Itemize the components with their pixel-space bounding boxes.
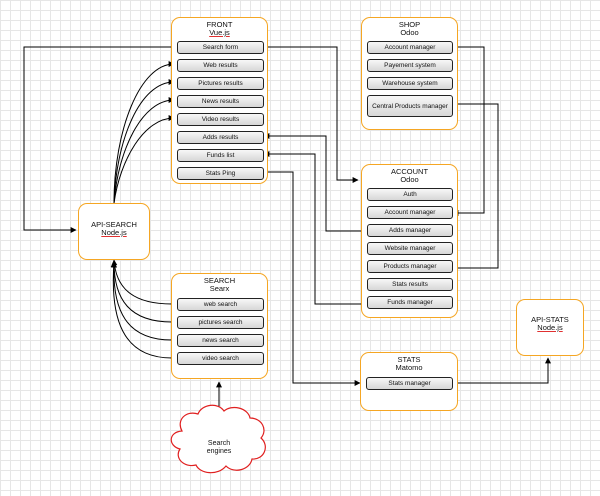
stats-group: STATS Matomo Stats manager bbox=[360, 352, 458, 411]
edge-searchform-apisearch bbox=[23, 46, 176, 233]
front-group: FRONT Vue.js Search form Web results Pic… bbox=[171, 17, 268, 184]
account-item-adds-manager[interactable]: Adds manager bbox=[367, 224, 453, 237]
edge-fundsmanager-fundslist bbox=[263, 151, 366, 305]
account-title: ACCOUNT bbox=[390, 167, 429, 176]
edge-apisearch-web bbox=[113, 61, 175, 204]
search-item-web-search[interactable]: web search bbox=[177, 298, 264, 311]
shop-item-account-manager[interactable]: Account manager bbox=[367, 41, 453, 54]
api-stats-node: API-STATS Node.js bbox=[516, 299, 584, 356]
front-item-news-results[interactable]: News results bbox=[177, 95, 264, 108]
search-item-video-search[interactable]: video search bbox=[177, 352, 264, 365]
edge-statsping-statsmanager bbox=[263, 171, 361, 386]
search-engines-label: Search engines bbox=[206, 440, 232, 455]
account-subtitle: Odoo bbox=[400, 175, 419, 184]
search-title: SEARCH bbox=[203, 276, 236, 285]
search-subtitle: Searx bbox=[209, 284, 230, 293]
edge-statsmanager-apistats bbox=[454, 357, 551, 384]
search-item-news-search[interactable]: news search bbox=[177, 334, 264, 347]
front-item-search-form[interactable]: Search form bbox=[177, 41, 264, 54]
shop-item-warehouse-system[interactable]: Warehouse system bbox=[367, 77, 453, 90]
stats-title: STATS bbox=[397, 355, 421, 364]
edge-videosearch-apisearch bbox=[110, 261, 173, 359]
search-group: SEARCH Searx web search pictures search … bbox=[171, 273, 268, 379]
front-item-stats-ping[interactable]: Stats Ping bbox=[177, 167, 264, 180]
stats-subtitle: Matomo bbox=[395, 363, 423, 372]
api-search-subtitle: Node.js bbox=[101, 228, 127, 237]
search-item-pictures-search[interactable]: pictures search bbox=[177, 316, 264, 329]
api-stats-subtitle: Node.js bbox=[537, 323, 563, 332]
front-item-funds-list[interactable]: Funds list bbox=[177, 149, 264, 162]
front-title: FRONT bbox=[206, 20, 233, 29]
api-search-title: API-SEARCH bbox=[91, 220, 137, 229]
front-item-pictures-results[interactable]: Pictures results bbox=[177, 77, 264, 90]
edge-picturessearch-apisearch bbox=[111, 261, 173, 323]
account-group: ACCOUNT Odoo Auth Account manager Adds m… bbox=[361, 164, 458, 318]
front-item-adds-results[interactable]: Adds results bbox=[177, 131, 264, 144]
account-item-products-manager[interactable]: Products manager bbox=[367, 260, 453, 273]
shop-subtitle: Odoo bbox=[400, 28, 419, 37]
edge-account-shop-account bbox=[451, 44, 485, 216]
edge-addsmanager-addsresults bbox=[263, 133, 366, 232]
stats-item-stats-manager[interactable]: Stats manager bbox=[366, 377, 453, 390]
account-item-funds-manager[interactable]: Funds manager bbox=[367, 296, 453, 309]
edge-apisearch-pictures bbox=[113, 79, 175, 204]
api-stats-title: API-STATS bbox=[531, 315, 569, 324]
account-item-stats-results[interactable]: Stats results bbox=[367, 278, 453, 291]
edge-websearch-apisearch bbox=[111, 259, 173, 305]
shop-item-central-products-manager[interactable]: Central Products manager bbox=[367, 95, 453, 117]
api-search-node: API-SEARCH Node.js bbox=[78, 203, 150, 260]
shop-item-payement-system[interactable]: Payement system bbox=[367, 59, 453, 72]
edge-apisearch-news bbox=[113, 97, 175, 204]
shop-title: SHOP bbox=[398, 20, 421, 29]
shop-group: SHOP Odoo Account manager Payement syste… bbox=[361, 17, 458, 130]
edge-searchform-account bbox=[263, 46, 359, 183]
front-item-web-results[interactable]: Web results bbox=[177, 59, 264, 72]
front-subtitle: Vue.js bbox=[209, 28, 230, 37]
search-engines-cloud bbox=[170, 404, 266, 474]
account-item-auth[interactable]: Auth bbox=[367, 188, 453, 201]
account-item-website-manager[interactable]: Website manager bbox=[367, 242, 453, 255]
edge-newssearch-apisearch bbox=[110, 261, 173, 341]
account-item-account-manager[interactable]: Account manager bbox=[367, 206, 453, 219]
front-item-video-results[interactable]: Video results bbox=[177, 113, 264, 126]
edge-products-central bbox=[451, 101, 499, 269]
edge-apisearch-video bbox=[113, 115, 175, 204]
